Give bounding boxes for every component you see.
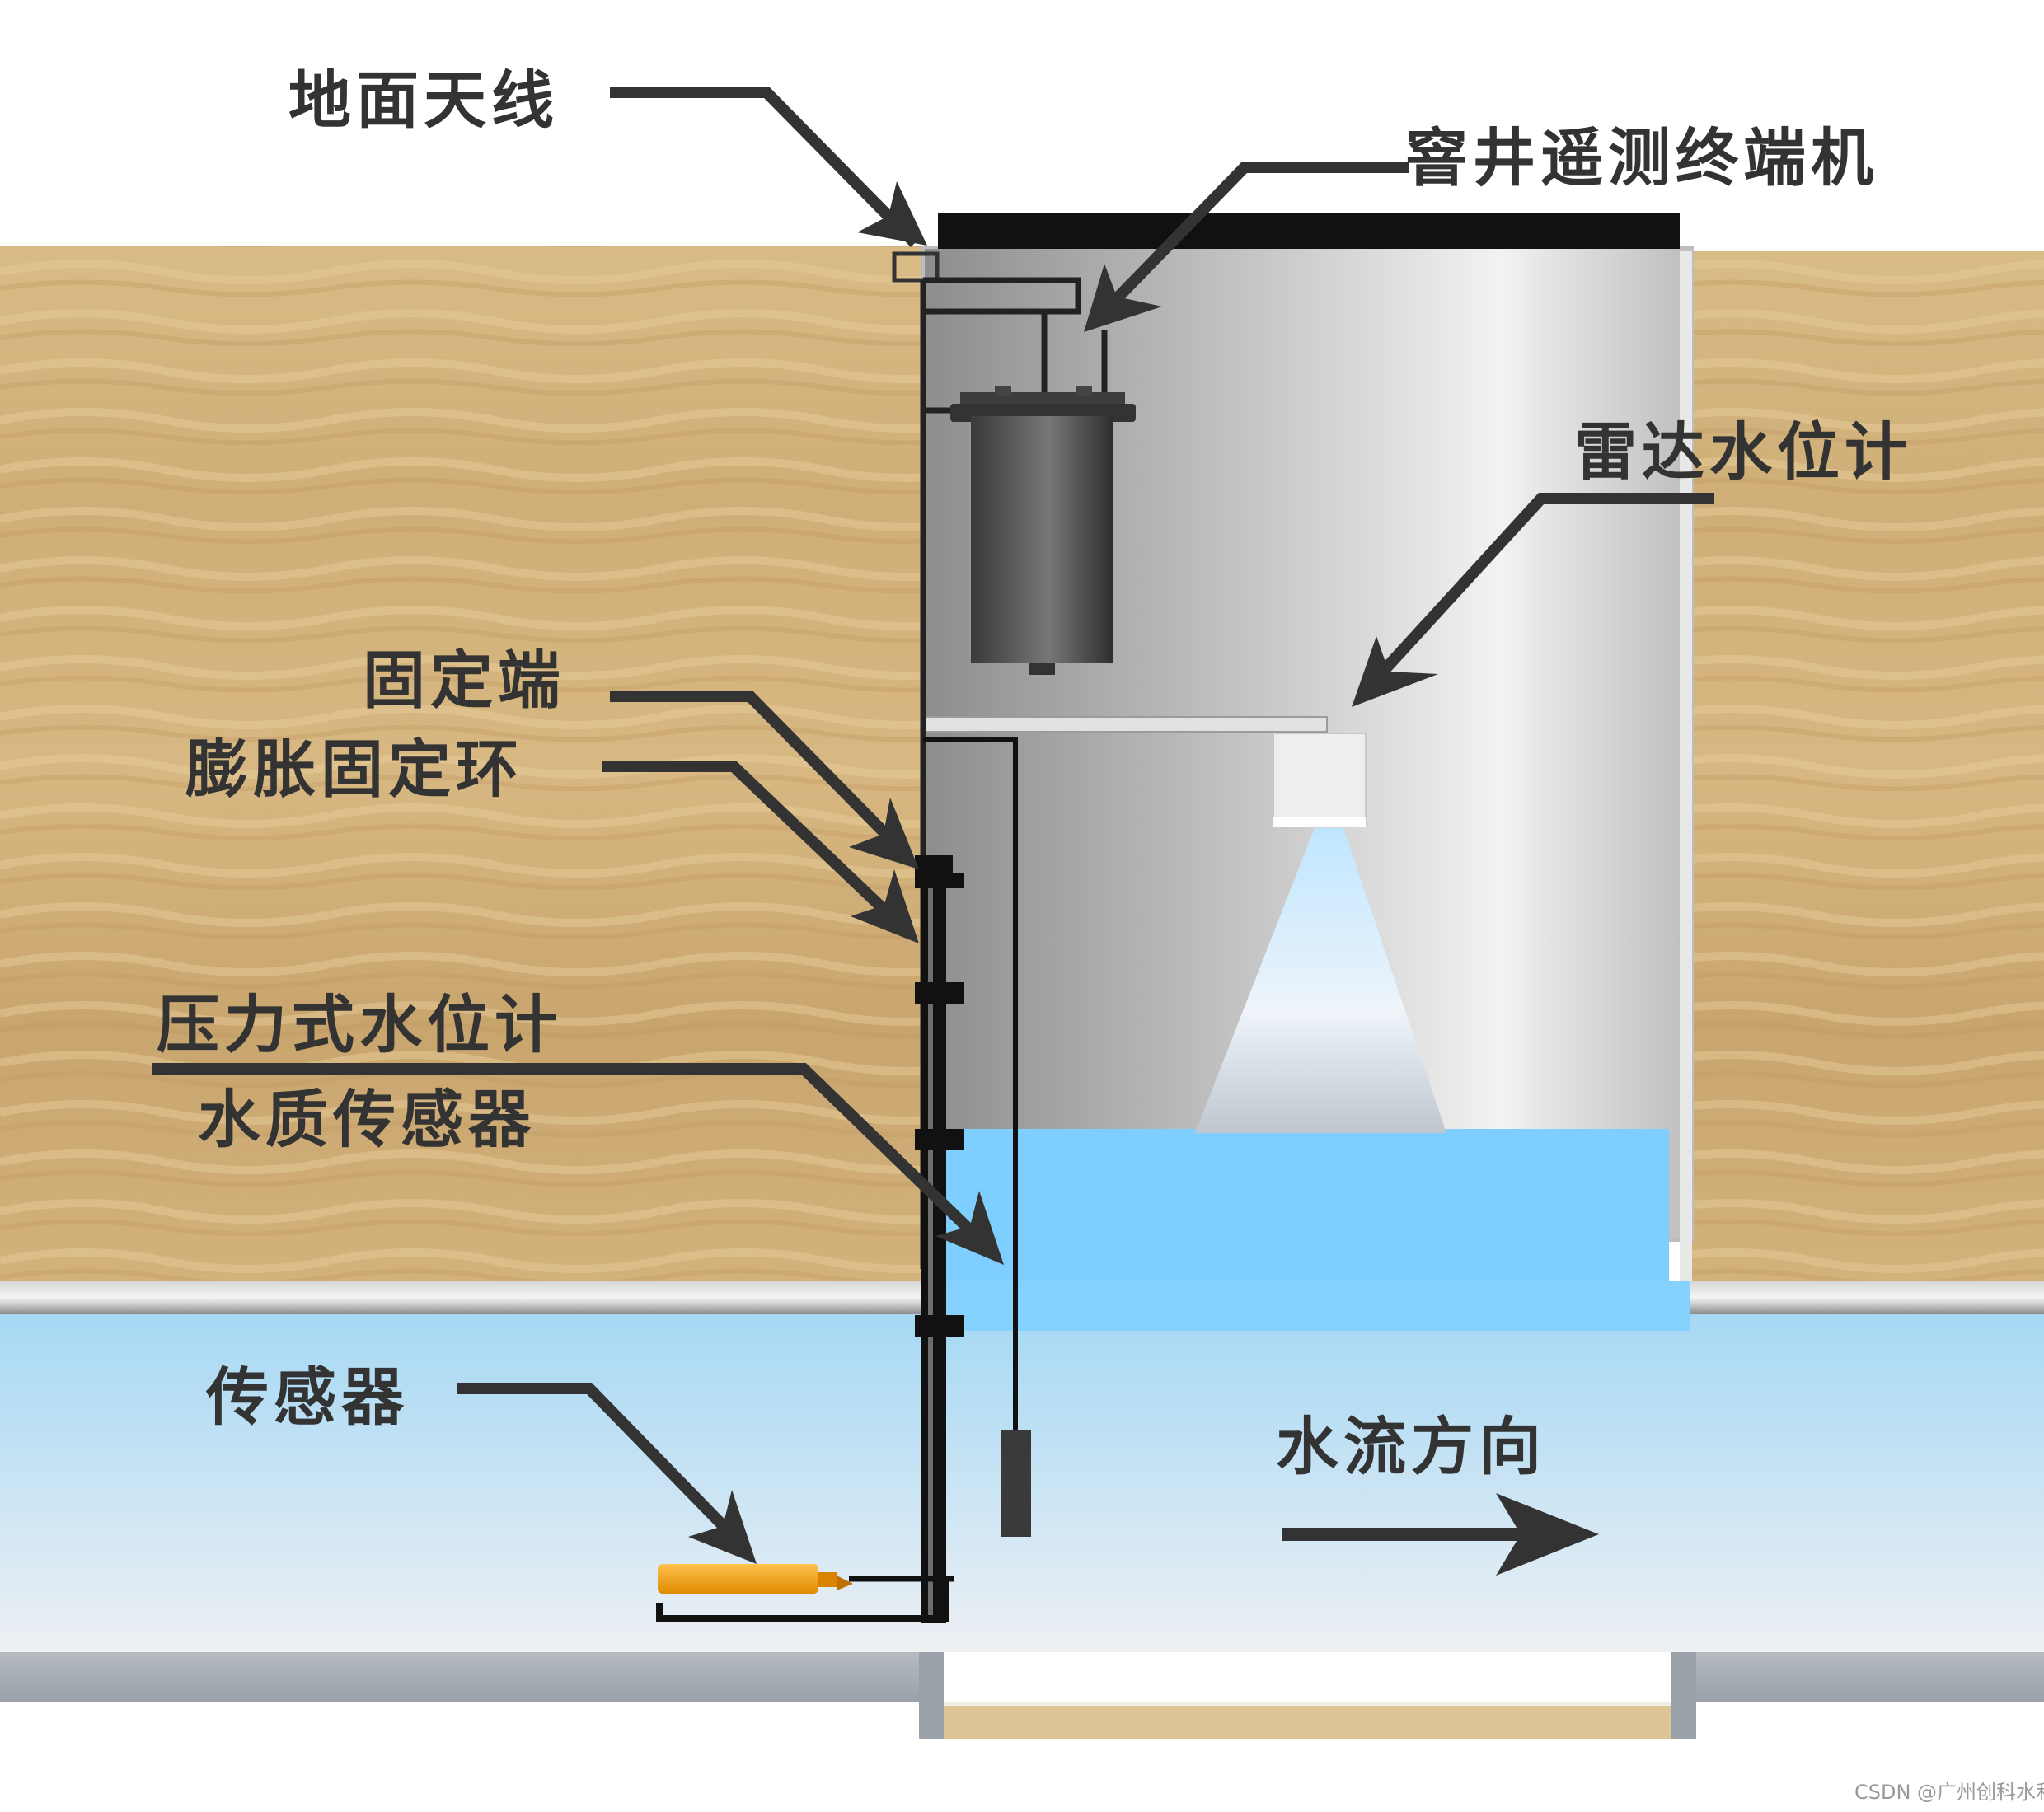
arrow-terminal — [1091, 162, 1409, 324]
pipe-floor — [0, 1652, 2044, 1739]
pressure-gauge-probe — [1001, 1430, 1031, 1537]
label-sensor: 传感器 — [205, 1360, 409, 1434]
well-cover — [938, 213, 1680, 249]
label-radar-gauge: 雷达水位计 — [1574, 415, 1912, 489]
arrow-ground-antenna — [610, 87, 919, 247]
bottom-sensor — [656, 1564, 954, 1622]
label-fixed-end: 固定端 — [363, 644, 565, 717]
mounting-rod — [921, 855, 946, 1623]
arrow-radar — [1359, 493, 1714, 696]
soil-right — [1692, 251, 2044, 1281]
label-well-terminal: 窨井遥测终端机 — [1405, 121, 1878, 194]
arrowhead-water-quality — [935, 1191, 1004, 1265]
pipe-top-rail-right — [1681, 1281, 2044, 1314]
expansion-rings — [915, 855, 964, 1337]
soil-left — [0, 246, 923, 1285]
radar-gauge — [1273, 733, 1367, 827]
arrow-water-quality — [152, 1063, 997, 1257]
arrowhead-sensor — [688, 1490, 757, 1564]
arrow-expansion-ring — [602, 761, 911, 936]
label-ground-antenna: 地面天线 — [288, 63, 559, 137]
arrowhead-ground-antenna — [857, 181, 927, 246]
label-expansion-ring: 膨胀固定环 — [185, 733, 523, 806]
well-water-lower — [923, 1281, 1690, 1331]
label-pressure-gauge: 压力式水位计 — [157, 988, 562, 1061]
ground-antenna — [892, 251, 940, 283]
pipe-top-rail-left — [0, 1281, 923, 1314]
arrowhead-terminal — [1084, 264, 1162, 332]
arrow-sensor — [457, 1383, 751, 1553]
label-flow-direction: 水流方向 — [1276, 1410, 1546, 1483]
arrowhead-radar — [1352, 636, 1438, 707]
flow-direction-arrow — [1282, 1493, 1599, 1576]
radar-beam — [1195, 828, 1446, 1133]
arrow-fixed-end — [610, 691, 911, 859]
telemetry-terminal — [950, 386, 1136, 675]
arrowheads — [688, 181, 1438, 1564]
gauge-cable — [923, 737, 1018, 1430]
leader-arrows — [152, 87, 1714, 1553]
label-water-quality-sensor: 水质传感器 — [198, 1083, 536, 1156]
well-inner-shelf — [922, 716, 1328, 733]
arrowhead-expansion-ring — [851, 869, 919, 943]
watermark: CSDN @广州创科水利 — [1854, 1781, 2044, 1804]
arrowhead-fixed-end — [849, 798, 919, 869]
